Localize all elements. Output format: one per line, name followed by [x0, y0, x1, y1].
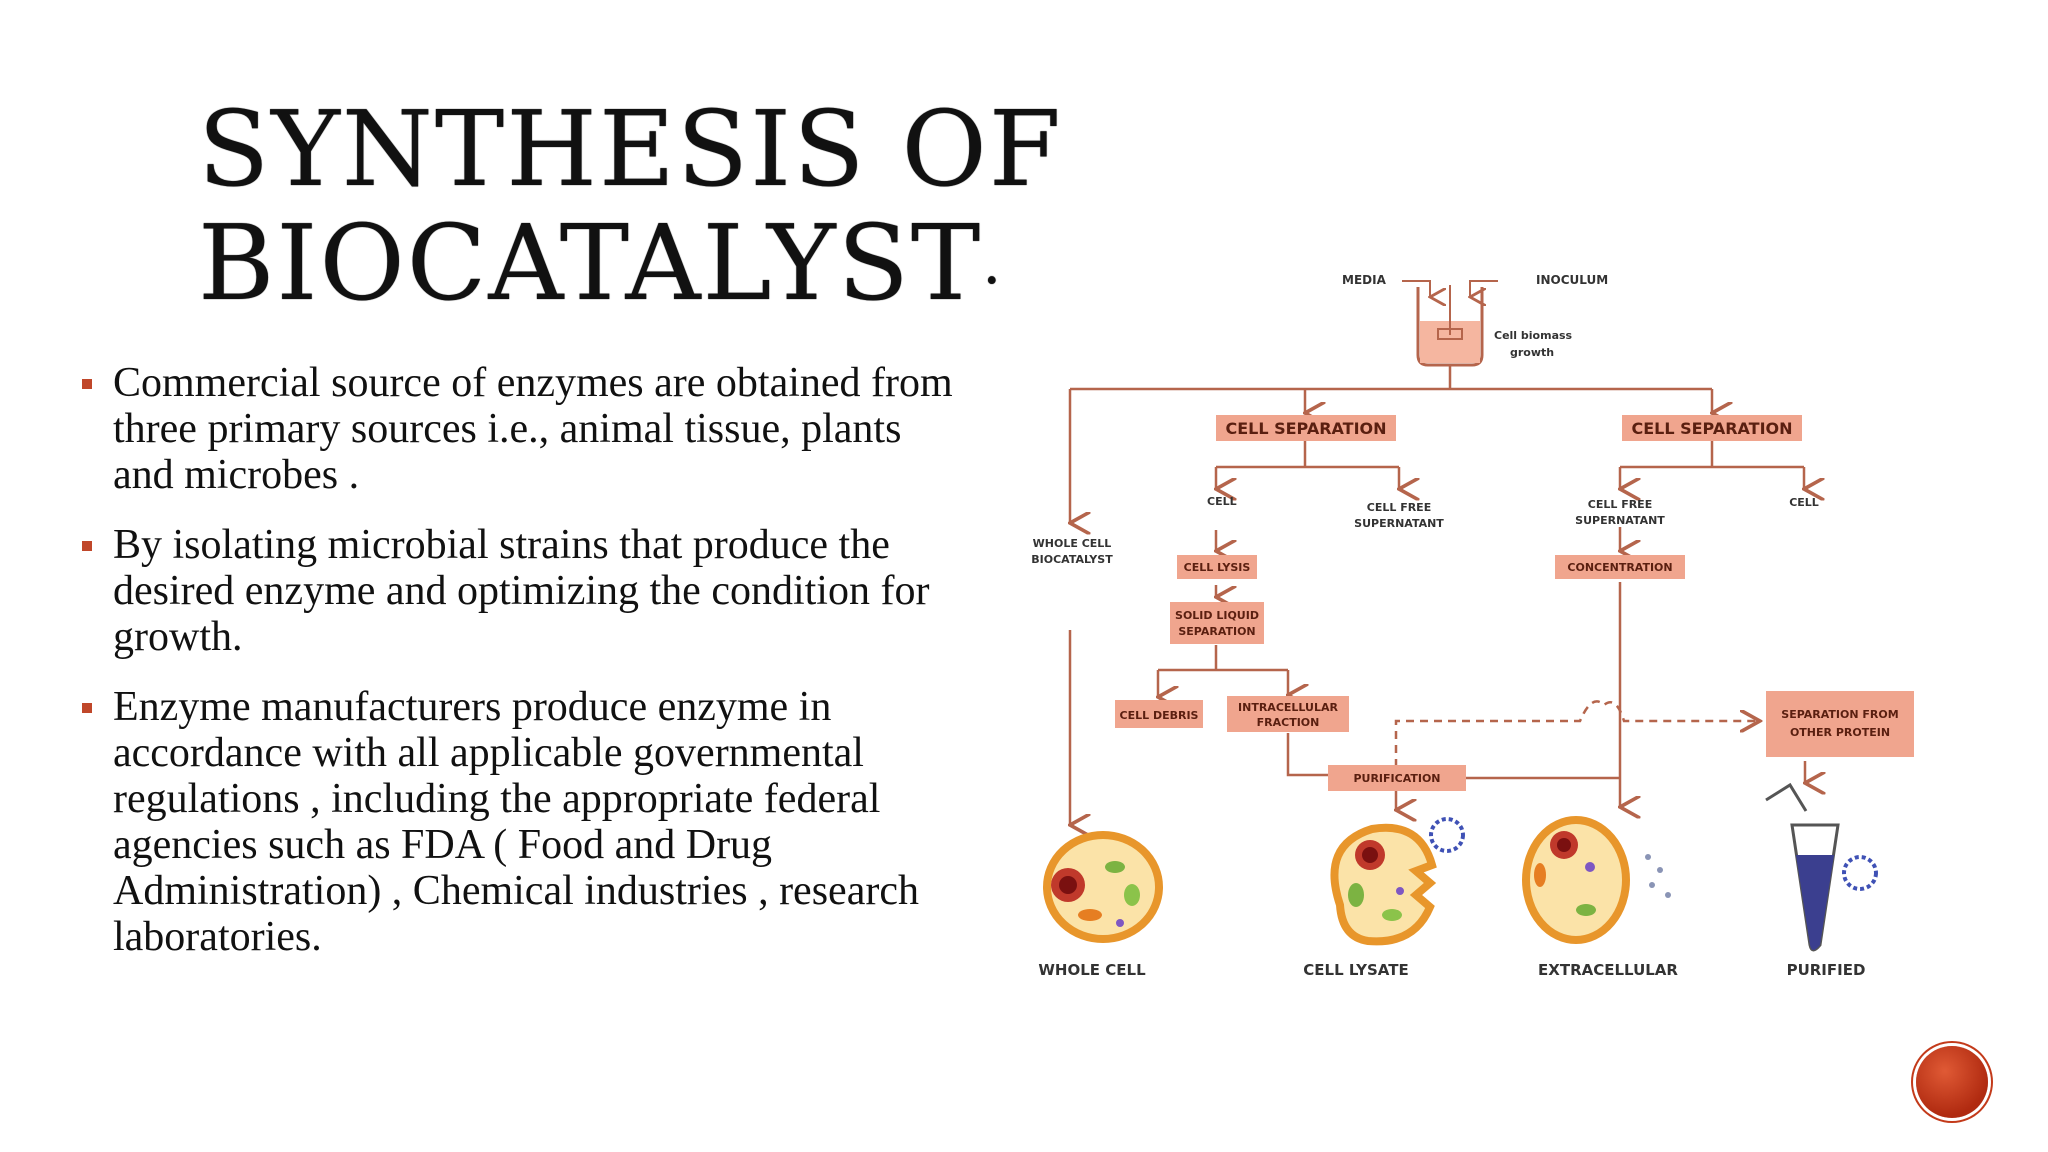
cell-lysis-box: CELL LYSIS [1177, 555, 1257, 579]
svg-text:CONCENTRATION: CONCENTRATION [1567, 561, 1672, 574]
cell-left-label: CELL [1207, 495, 1237, 508]
svg-text:SEPARATION: SEPARATION [1178, 625, 1255, 638]
whole-cell-label: WHOLE CELL [1038, 961, 1146, 979]
whole-cell-bio-1: WHOLE CELL [1033, 537, 1112, 550]
cell-free-right-2: SUPERNATANT [1575, 514, 1665, 527]
dashed-connector [1396, 701, 1760, 767]
biomass-label-2: growth [1510, 346, 1554, 359]
cell-lysate-label: CELL LYSATE [1303, 961, 1408, 979]
bullet-marker-icon [82, 379, 92, 389]
separation-other-box: SEPARATION FROM OTHER PROTEIN [1766, 691, 1914, 757]
biocatalyst-flow-diagram: MEDIA INOCULUM Cell biomass growth [1020, 255, 1940, 1025]
solid-liquid-box: SOLID LIQUID SEPARATION [1170, 602, 1264, 644]
bullet-item: Enzyme manufacturers produce enzyme in a… [82, 684, 962, 960]
cell-free-right-1: CELL FREE [1588, 498, 1652, 511]
concentration-box: CONCENTRATION [1555, 555, 1685, 579]
cell-separation-right-box: CELL SEPARATION [1622, 415, 1802, 441]
cell-separation-left-box: CELL SEPARATION [1216, 415, 1396, 441]
inoculum-label: INOCULUM [1536, 273, 1608, 287]
svg-text:CELL LYSIS: CELL LYSIS [1184, 561, 1251, 574]
slide-title: SYNTHESIS OF BIOCATALYST. [198, 92, 1063, 320]
extracellular-cell-icon [1526, 820, 1671, 940]
purified-label: PURIFIED [1787, 961, 1866, 979]
whole-cell-bio-2: BIOCATALYST [1031, 553, 1113, 566]
slide-nav-button[interactable] [1916, 1046, 1988, 1118]
bullet-list: Commercial source of enzymes are obtaine… [82, 360, 962, 984]
bullet-text: Commercial source of enzymes are obtaine… [113, 360, 953, 498]
svg-text:SEPARATION FROM: SEPARATION FROM [1781, 708, 1898, 721]
purification-box: PURIFICATION [1328, 765, 1466, 791]
cell-free-left-1: CELL FREE [1367, 501, 1431, 514]
cell-right-label: CELL [1789, 496, 1819, 509]
fermenter-icon [1402, 281, 1498, 365]
purified-tube-icon [1766, 785, 1876, 950]
whole-cell-icon [1047, 835, 1159, 939]
intracellular-box: INTRACELLULAR FRACTION [1227, 696, 1349, 732]
bullet-marker-icon [82, 703, 92, 713]
title-line-2: BIOCATALYST [198, 202, 982, 324]
svg-text:SOLID LIQUID: SOLID LIQUID [1175, 609, 1259, 622]
media-label: MEDIA [1342, 273, 1387, 287]
svg-text:CELL DEBRIS: CELL DEBRIS [1120, 709, 1199, 722]
title-mark: . [982, 228, 1003, 298]
biomass-label-1: Cell biomass [1494, 329, 1573, 342]
svg-text:OTHER PROTEIN: OTHER PROTEIN [1790, 726, 1890, 739]
svg-text:PURIFICATION: PURIFICATION [1353, 772, 1440, 785]
bullet-text: Enzyme manufacturers produce enzyme in a… [113, 684, 919, 960]
title-line-1: SYNTHESIS OF [198, 88, 1063, 210]
bullet-item: By isolating microbial strains that prod… [82, 522, 962, 660]
svg-text:FRACTION: FRACTION [1257, 716, 1320, 729]
cell-lysate-icon [1334, 819, 1463, 941]
cell-free-left-2: SUPERNATANT [1354, 517, 1444, 530]
bullet-marker-icon [82, 541, 92, 551]
bullet-text: By isolating microbial strains that prod… [113, 522, 929, 660]
cell-debris-box: CELL DEBRIS [1115, 700, 1203, 728]
svg-text:CELL SEPARATION: CELL SEPARATION [1225, 419, 1386, 438]
extracellular-label: EXTRACELLULAR [1538, 961, 1678, 979]
svg-text:CELL SEPARATION: CELL SEPARATION [1631, 419, 1792, 438]
svg-text:INTRACELLULAR: INTRACELLULAR [1238, 701, 1338, 714]
bullet-item: Commercial source of enzymes are obtaine… [82, 360, 962, 498]
